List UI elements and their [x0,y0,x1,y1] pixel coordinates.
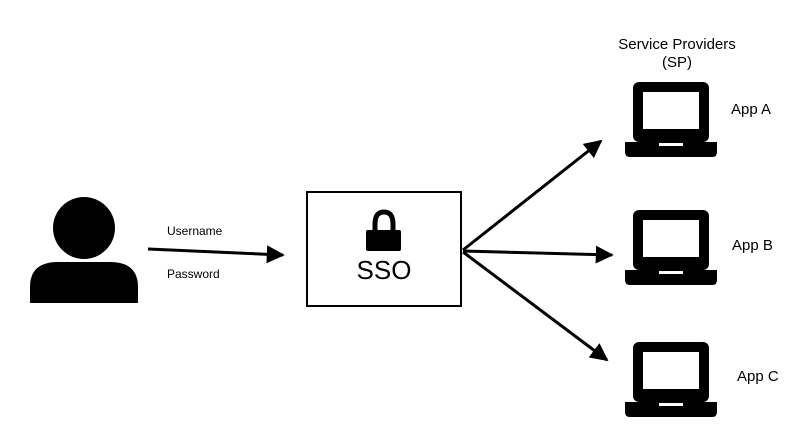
app-b: App B [625,210,773,285]
app-c: App C [625,342,779,417]
app-c-label: App C [737,368,779,385]
lock-icon [366,209,401,251]
sso-label: SSO [357,255,412,285]
arrow-to-app-a [462,139,603,252]
laptop-icon [625,342,717,417]
laptop-icon [625,210,717,285]
credentials-arrow [147,245,285,264]
app-a-label: App A [731,101,771,118]
arrow-to-app-b [462,245,614,264]
app-b-label: App B [732,237,773,254]
user-icon [30,197,138,303]
arrow-to-app-c [462,250,609,362]
sso-box: SSO [306,191,462,307]
password-label: Password [167,267,220,281]
service-providers-title: Service Providers [618,36,736,53]
username-label: Username [167,224,223,238]
service-providers-subtitle: (SP) [662,54,692,71]
app-a: App A [625,82,771,157]
laptop-icon [625,82,717,157]
